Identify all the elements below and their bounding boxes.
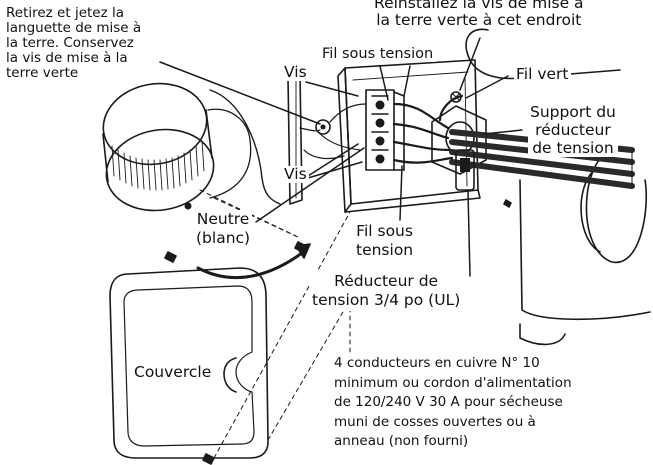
bracket-screw [315,103,367,151]
label-neutral-white: Neutre (blanc) [194,210,253,249]
label-cord-spec: 4 conducteurs en cuivre N° 10 minimum ou… [334,355,572,450]
cover-plate [109,267,269,459]
mounting-bracket [287,73,303,205]
label-green-wire: Fil vert [514,65,571,84]
guide-lines [199,189,351,459]
label-screws-bottom: Vis [282,165,309,184]
label-remove-ground-tab: Retirez et jetez la languette de mise à … [6,5,142,82]
label-cover: Couvercle [132,363,214,382]
strain-relief-clamp [455,149,475,191]
label-screw-top: Vis [282,63,309,82]
label-live-wire-bottom: Fil sous tension [354,222,416,261]
install-arrow [196,243,311,280]
terminal-block [365,89,405,171]
label-live-wire-top: Fil sous tension [320,46,436,63]
loose-wire [209,89,281,205]
label-strain-relief: Réducteur de tension 3/4 po (UL) [310,272,463,311]
internal-wires [392,94,464,164]
green-ground-screw [450,91,462,103]
leader-lines [159,37,523,353]
conduit-ring [102,82,252,212]
label-strain-relief-support: Support du réducteur de tension [528,103,618,158]
label-reinstall-ground-screw: Réinstallez la vis de mise à la terre ve… [374,0,584,30]
ground-strap [299,127,345,160]
